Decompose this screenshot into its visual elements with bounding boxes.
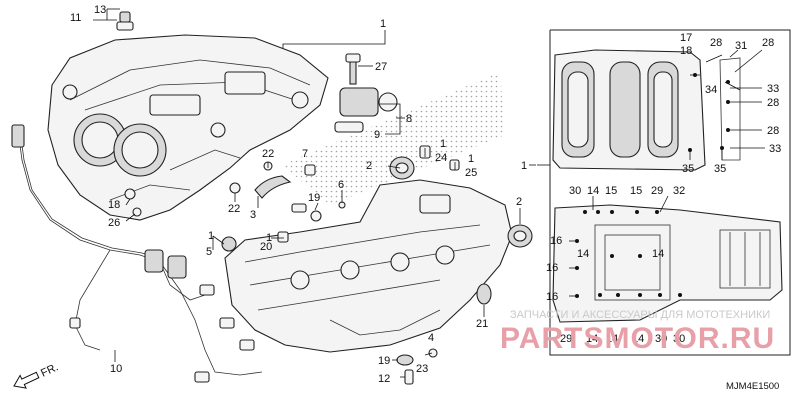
inset-callout-28-a: 28: [710, 37, 722, 49]
small-parts: [124, 145, 492, 385]
callout-2-right: 2: [516, 196, 522, 208]
inset-callout-15-a: 15: [605, 185, 617, 197]
inset-callout-31: 31: [735, 40, 747, 52]
callout-1-inset: 1: [521, 160, 527, 172]
callout-3: 3: [250, 209, 256, 221]
lower-crankcase: [224, 179, 513, 353]
collar-2-right: [507, 224, 533, 248]
callout-23: 23: [416, 363, 428, 375]
collar-2-top: [389, 156, 415, 180]
callout-7: 7: [302, 148, 308, 160]
callout-2-top: 2: [366, 160, 372, 172]
callout-27: 27: [375, 61, 387, 73]
inset-callout-17: 17: [680, 32, 692, 44]
callout-19-bottom: 19: [378, 355, 390, 367]
inset-callout-32: 32: [673, 185, 685, 197]
direction-arrow: FR.: [13, 361, 60, 389]
inset-callout-33-a: 33: [767, 83, 779, 95]
callouts-main: 11 13 1 27 8 9 22 7 2 1 24 1 25 6 19 22 …: [70, 4, 527, 385]
shading-band: [282, 72, 505, 205]
callout-6: 6: [338, 179, 344, 191]
callout-10: 10: [110, 363, 122, 375]
inset-callout-29-b: 29: [560, 333, 572, 345]
inset-callout-29-a: 29: [651, 185, 663, 197]
leader-lines: [93, 8, 765, 378]
inset-callout-15-b: 15: [630, 185, 642, 197]
callout-1-e: 1: [266, 232, 272, 244]
inset-callout-30-a: 30: [569, 185, 581, 197]
callout-22-left: 22: [228, 203, 240, 215]
callout-19-top: 19: [308, 192, 320, 204]
inset-callout-14-d: 14: [586, 333, 598, 345]
inset-callout-16-c: 16: [546, 291, 558, 303]
inset-callout-18: 18: [680, 45, 692, 57]
callout-11: 11: [70, 12, 81, 24]
sensor-11: [116, 11, 134, 31]
inset-callout-14-c: 14: [652, 248, 664, 260]
inset-callout-16-b: 16: [546, 262, 558, 274]
callout-1-c: 1: [468, 153, 474, 165]
callout-1-b: 1: [440, 138, 446, 150]
callout-9: 9: [374, 129, 380, 141]
callout-4: 4: [428, 332, 434, 344]
inset-callout-28-c: 28: [767, 97, 779, 109]
callout-18: 18: [108, 199, 120, 211]
inset-callout-28-b: 28: [762, 37, 774, 49]
inset-callout-35-b: 35: [714, 163, 726, 175]
inset-callout-14-f: 14: [632, 333, 644, 345]
arrow-icon: [13, 371, 40, 389]
inset-callout-14-e: 14: [606, 333, 618, 345]
upper-crankcase: [47, 34, 329, 221]
inset-callout-35-a: 35: [682, 163, 694, 175]
callout-1-top: 1: [380, 18, 386, 30]
callout-5: 5: [206, 246, 212, 258]
callout-12: 12: [378, 373, 390, 385]
callout-21: 21: [476, 318, 488, 330]
inset-frame: [537, 29, 791, 356]
watermark-caption: ЗАПЧАСТИ И АКСЕССУАРЫ ДЛЯ МОТОТЕХНИКИ: [510, 309, 770, 321]
callout-26: 26: [108, 217, 120, 229]
oil-pump-assembly-8: [334, 53, 398, 133]
inset-upper-case: [552, 49, 741, 171]
wire-harness-10: [11, 124, 263, 383]
inset-callout-30-c: 30: [673, 333, 685, 345]
inset-callout-33-b: 33: [769, 143, 781, 155]
watermark-logo: PARTSMOTOR.RU: [500, 322, 775, 355]
callouts-inset: 17 18 28 31 28 34 33 28 28 33 35 35 30 1…: [546, 32, 781, 345]
callout-24: 24: [435, 152, 447, 164]
inset-lower-case: [552, 204, 783, 323]
callout-13: 13: [94, 4, 106, 16]
callout-20: 20: [260, 241, 272, 253]
inset-callout-16-a: 16: [550, 235, 562, 247]
inset-callout-28-d: 28: [767, 125, 779, 137]
inset-callout-14-a: 14: [587, 185, 599, 197]
diagram-code: MJM4E1500: [726, 381, 779, 392]
callout-22-top: 22: [262, 148, 274, 160]
callout-8: 8: [406, 113, 412, 125]
callout-25: 25: [465, 167, 477, 179]
direction-label: FR.: [39, 361, 60, 379]
inset-callout-14-b: 14: [577, 248, 589, 260]
inset-callout-34: 34: [705, 84, 717, 96]
inset-callout-30-b: 30: [655, 333, 667, 345]
callout-1-d: 1: [208, 230, 214, 242]
